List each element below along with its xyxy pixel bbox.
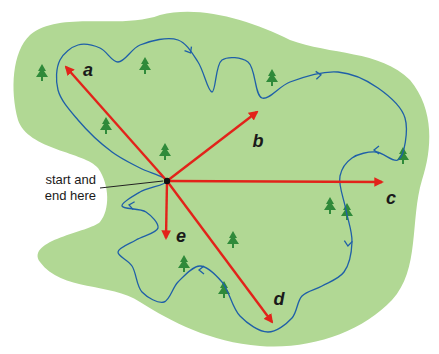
- walk-path: [56, 39, 406, 332]
- displacement-vectors: [66, 67, 382, 322]
- tree: [397, 147, 409, 164]
- tree: [159, 143, 171, 160]
- path-arrowheads: [128, 47, 379, 274]
- tree: [218, 281, 230, 298]
- start-point: [164, 178, 170, 184]
- vector-label: d: [274, 289, 285, 310]
- vector-arrow: [66, 67, 167, 181]
- tree: [139, 57, 151, 74]
- vector-arrow: [167, 112, 257, 181]
- path-arrowhead: [128, 201, 134, 210]
- path-arrowhead: [374, 146, 379, 154]
- tree: [100, 117, 112, 134]
- park-region: [14, 12, 430, 347]
- tree: [178, 255, 190, 272]
- tree: [227, 231, 239, 248]
- vector-label: c: [386, 188, 396, 209]
- vector-label: a: [83, 60, 93, 81]
- tree: [266, 69, 278, 86]
- vector-arrow: [166, 181, 167, 238]
- vector-arrow: [167, 181, 382, 182]
- vector-arrow: [167, 181, 272, 322]
- path-arrowhead: [316, 71, 322, 79]
- tree: [36, 64, 48, 81]
- path-arrowhead: [185, 47, 194, 55]
- leader-line: [100, 181, 163, 188]
- tree: [324, 197, 336, 214]
- vector-label: e: [176, 226, 186, 247]
- start-note: start and end here: [22, 172, 96, 205]
- vector-label: b: [253, 131, 264, 152]
- path-arrowhead: [199, 266, 204, 274]
- path-arrowhead: [344, 241, 352, 247]
